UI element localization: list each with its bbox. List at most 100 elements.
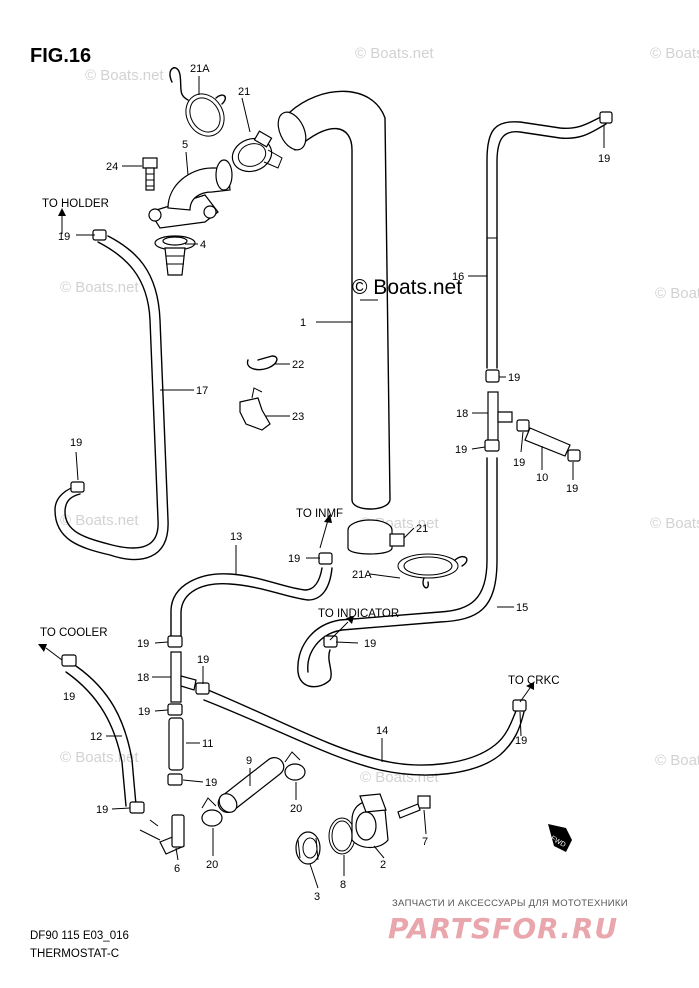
spring-clamp-21a-lower: [397, 553, 468, 589]
tee-18-left: [167, 651, 197, 716]
watermark: © Boats.net: [360, 769, 439, 786]
callout-4: 4: [200, 239, 206, 251]
callout-18: 18: [137, 672, 149, 684]
callout-22: 22: [292, 359, 304, 371]
callout-19: 19: [137, 638, 149, 650]
watermark: © Boats.net: [85, 67, 164, 84]
callout-21: 21: [416, 523, 428, 535]
thermostat-3: [295, 831, 321, 865]
callout-21: 21: [238, 86, 250, 98]
clamp-20-lower: [201, 797, 223, 827]
fitting-6: [139, 814, 185, 855]
hose-11: [167, 717, 184, 786]
watermark: © Boats.net: [60, 749, 139, 766]
callout-19: 19: [508, 372, 520, 384]
diagram-code: DF90 115 E03_016: [30, 930, 129, 942]
callout-5: 5: [182, 139, 188, 151]
label-to-holder: TO HOLDER: [42, 198, 109, 210]
hose-17: [54, 229, 169, 561]
callout-17: 17: [196, 385, 208, 397]
callout-3: 3: [314, 891, 320, 903]
watermark: © Boats.net: [355, 45, 434, 62]
bolt-7: [397, 795, 431, 819]
fwd-arrow-icon: FWD: [548, 824, 572, 852]
watermark: © Boats.net: [60, 512, 139, 529]
watermark: © Boats.net: [650, 45, 699, 62]
callout-19: 19: [598, 153, 610, 165]
hose-1: [277, 90, 391, 510]
callout-11: 11: [202, 738, 213, 750]
callout-15: 15: [516, 602, 528, 614]
callout-19: 19: [197, 654, 209, 666]
partsfor-logo: PARTSFOR.RU: [388, 912, 618, 945]
watermark-center: © Boats.net: [352, 276, 462, 299]
diagram-caption: THERMOSTAT-C: [30, 948, 119, 960]
callout-19: 19: [63, 691, 75, 703]
callout-19: 19: [70, 437, 82, 449]
hose-15: [297, 457, 498, 688]
callout-21a: 21A: [190, 63, 210, 75]
callout-21a: 21A: [352, 569, 372, 581]
callout-6: 6: [174, 863, 180, 875]
callouts: 21A 21 5 24 4 19 19 16 1 22 23 17 19 19 …: [58, 63, 610, 903]
o-ring-8: [328, 817, 356, 855]
label-to-crkc: TO CRKC: [508, 675, 560, 687]
callout-19: 19: [364, 638, 376, 650]
callout-18: 18: [456, 408, 468, 420]
callout-20: 20: [290, 803, 302, 815]
callout-19: 19: [515, 735, 527, 747]
callout-20: 20: [206, 859, 218, 871]
callout-19: 19: [455, 444, 467, 456]
clip-22: [246, 355, 278, 371]
callout-10: 10: [536, 472, 548, 484]
callout-8: 8: [340, 879, 346, 891]
clamp-20-upper: [284, 751, 306, 781]
footer: DF90 115 E03_016 THERMOSTAT-C ЗАПЧАСТИ И…: [30, 898, 628, 960]
callout-19: 19: [566, 483, 578, 495]
label-to-indicator: TO INDICATOR: [318, 608, 399, 620]
callout-19: 19: [205, 777, 217, 789]
watermark: © Boats.net: [655, 285, 699, 302]
spring-clamp-21a: [169, 67, 226, 137]
bracket-23: [239, 387, 271, 431]
direction-labels: TO HOLDER TO INMF TO INDICATOR TO COOLER…: [40, 198, 560, 687]
callout-9: 9: [246, 755, 252, 767]
leader-lines: [75, 76, 605, 889]
callout-14: 14: [376, 725, 388, 737]
callout-7: 7: [422, 836, 428, 848]
callout-16: 16: [452, 271, 464, 283]
hose-14: [195, 682, 527, 776]
callout-13: 13: [230, 531, 242, 543]
hose-9: [217, 757, 285, 813]
callout-19: 19: [513, 457, 525, 469]
band-clamp-21-lower: [347, 519, 405, 555]
hose-10: [516, 419, 581, 462]
ru-tagline: ЗАПЧАСТИ И АКСЕССУАРЫ ДЛЯ МОТОТЕХНИКИ: [392, 898, 628, 909]
hose-12: [61, 654, 145, 814]
callout-2: 2: [380, 859, 386, 871]
band-clamp-21: [231, 130, 283, 173]
callout-24: 24: [106, 161, 118, 173]
housing-2: [351, 793, 389, 849]
figure-title: FIG.16: [30, 45, 91, 67]
thermostat-4: [154, 235, 196, 276]
callout-19: 19: [138, 706, 150, 718]
callout-12: 12: [90, 731, 102, 743]
label-to-inmf: TO INMF: [296, 508, 343, 520]
callout-1: 1: [300, 317, 306, 329]
watermark: © Boats.net: [60, 279, 139, 296]
hose-13: [167, 552, 333, 648]
thermostat-cover-5: [148, 159, 233, 229]
callout-19: 19: [96, 804, 108, 816]
hose-16: [485, 111, 613, 383]
callout-19: 19: [288, 553, 300, 565]
watermark: © Boats.net: [650, 515, 699, 532]
label-to-cooler: TO COOLER: [40, 627, 108, 639]
direction-arrows: [38, 208, 534, 703]
tee-18-right: [484, 391, 513, 452]
watermark: © Boats.net: [655, 752, 699, 769]
callout-19: 19: [58, 231, 70, 243]
bolt-24: [142, 157, 158, 191]
